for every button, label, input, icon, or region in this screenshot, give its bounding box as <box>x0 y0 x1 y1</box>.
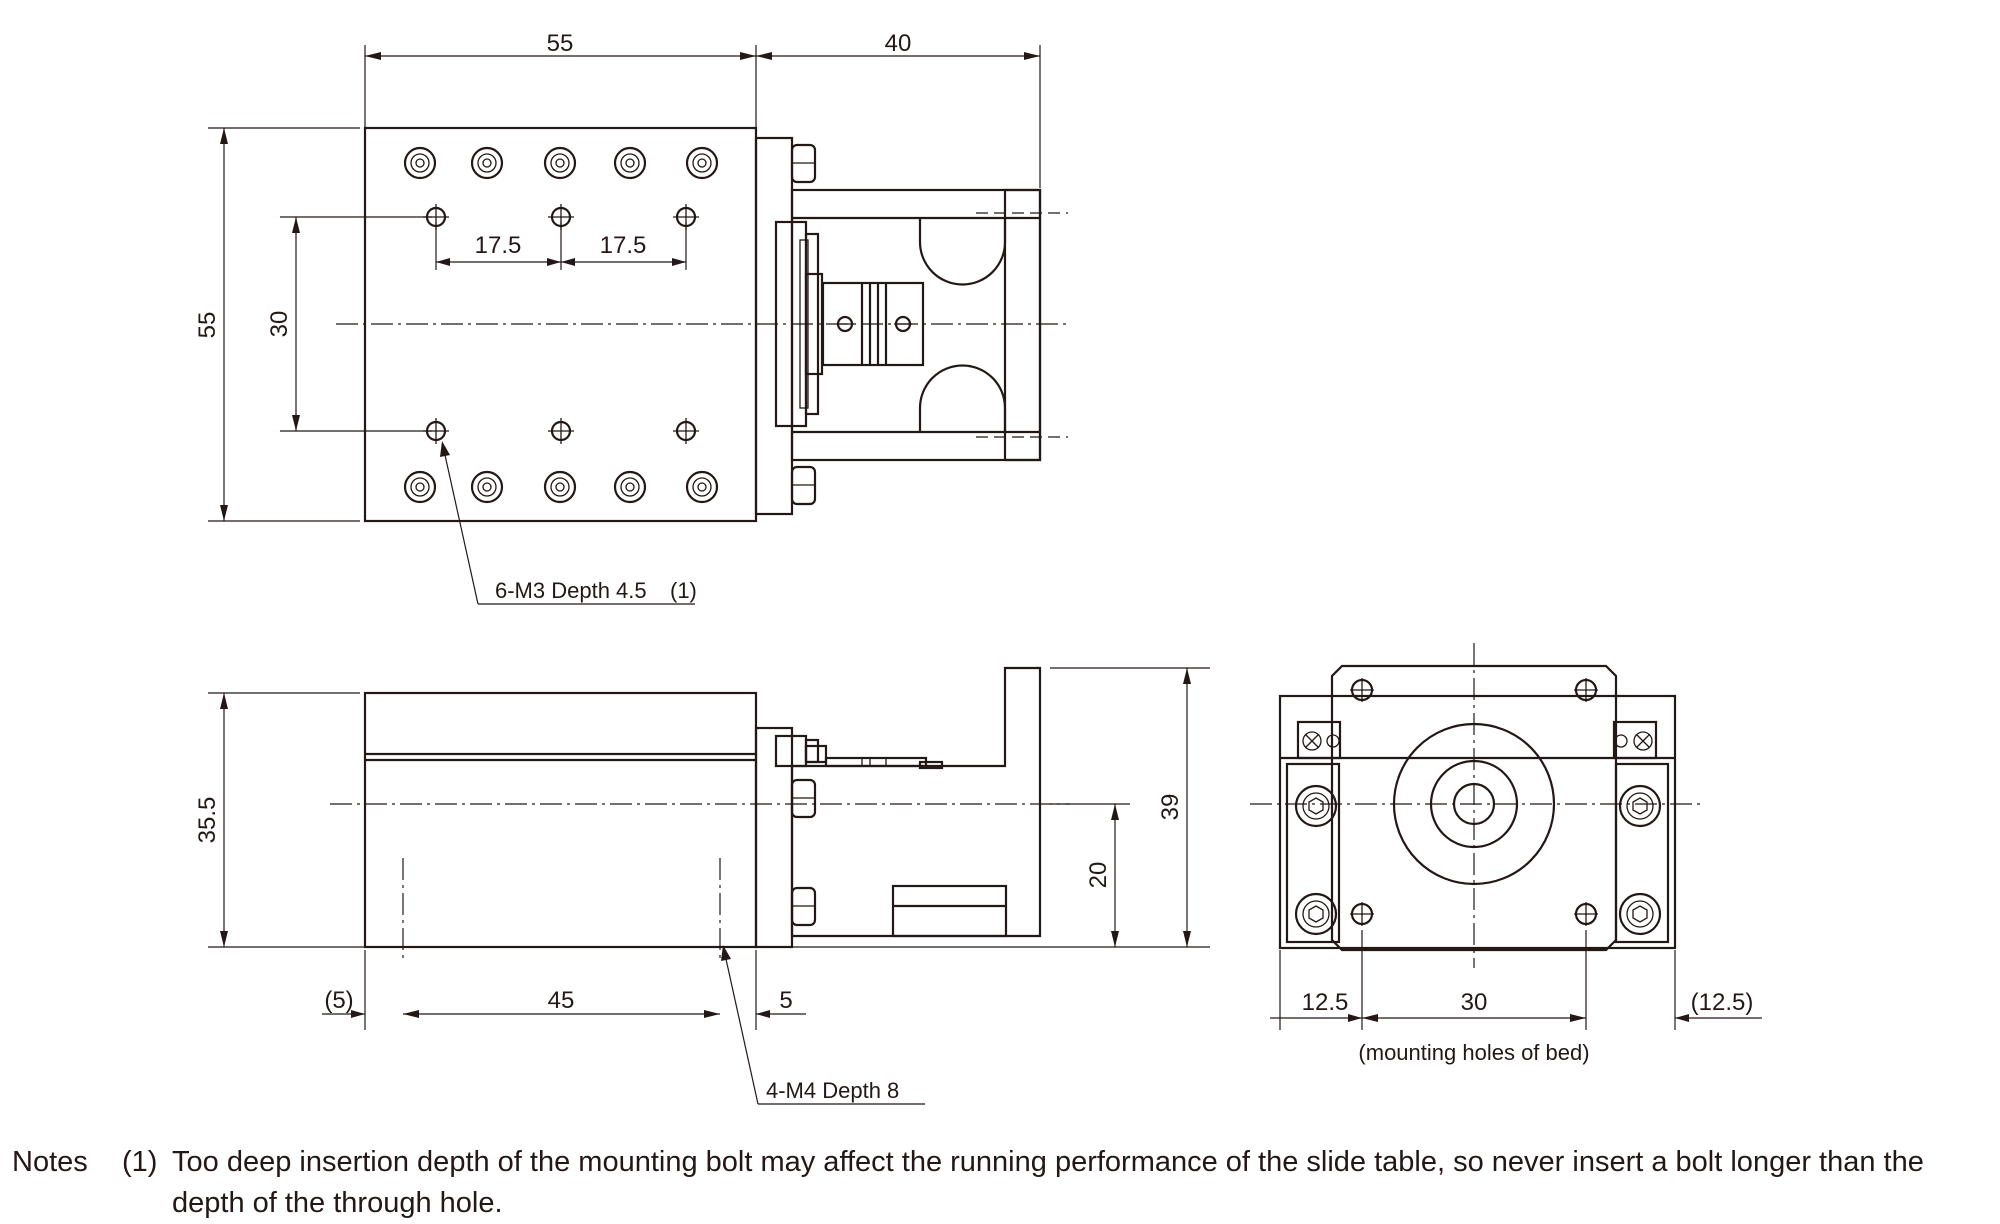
end-view-body <box>1278 694 1677 950</box>
motor-bracket-top <box>790 188 1042 462</box>
end-pitch-label: 30 <box>1461 989 1488 1016</box>
side-center-height-label: 20 <box>1085 862 1112 889</box>
flange-hole <box>1574 678 1598 702</box>
end-view-caption: (mounting holes of bed) <box>1358 1040 1589 1065</box>
cap-screw <box>403 470 437 504</box>
motor-boss-inner <box>1429 759 1519 849</box>
cap-screw <box>470 470 504 504</box>
top-width-label: 55 <box>547 30 574 57</box>
top-pitch-right-label: 17.5 <box>600 232 647 259</box>
m3-tapped-holes <box>423 204 699 444</box>
cap-screw <box>685 470 719 504</box>
side-hole-pitch-label: 45 <box>548 987 575 1014</box>
side-left-offset-dimension: (5) <box>322 987 365 1018</box>
end-plate-bolt <box>790 143 817 184</box>
side-left-offset-label: (5) <box>324 987 353 1014</box>
motor-mount-block <box>891 884 1008 938</box>
end-left-label: 12.5 <box>1302 989 1349 1016</box>
side-height-label: 35.5 <box>194 797 221 844</box>
notes-text: Too deep insertion depth of the mounting… <box>172 1146 1924 1219</box>
notes-reference-mark: (1) <box>122 1146 158 1178</box>
tapped-hole <box>673 418 699 444</box>
flange-hole <box>1350 678 1374 702</box>
tapped-hole <box>548 418 574 444</box>
coupling-side <box>824 756 928 768</box>
m3-tap-note-ref: (1) <box>670 578 697 603</box>
tapped-hole <box>423 204 449 230</box>
top-height-dimension: 55 <box>194 128 228 521</box>
side-clamp-left <box>1296 720 1342 760</box>
top-extension-label: 40 <box>885 30 912 57</box>
notes-label: Notes <box>12 1146 88 1178</box>
end-view-screw <box>1294 892 1338 936</box>
m3-tap-callout-text: 6-M3 Depth 4.5 <box>495 578 647 603</box>
cap-screw <box>613 146 647 180</box>
end-plate-bolt <box>790 778 817 819</box>
motor-flange-top <box>1003 188 1042 462</box>
top-view: 55 40 55 30 <box>194 30 1068 605</box>
cap-screw-row-top <box>403 146 719 180</box>
shaft-coupling <box>821 281 925 367</box>
side-hole-pitch-dimension: 45 <box>403 987 720 1018</box>
slide-table-side <box>363 691 758 949</box>
cap-screw <box>543 470 577 504</box>
side-view: 35.5 20 39 <box>194 666 1210 1105</box>
side-total-height-dimension: 39 <box>1157 668 1191 947</box>
cap-screw <box>685 146 719 180</box>
bracket-cutout-lower <box>918 364 1007 432</box>
side-height-dimension: 35.5 <box>194 693 228 947</box>
top-pitch-left-dimension: 17.5 <box>436 232 561 266</box>
top-width-dimension: 55 <box>365 30 756 60</box>
end-plate-top <box>754 136 794 516</box>
end-right-dimension: (12.5) <box>1675 989 1762 1022</box>
side-right-offset-dimension: 5 <box>756 987 806 1018</box>
m3-tap-callout: 6-M3 Depth 4.5 (1) <box>440 441 697 605</box>
end-left-dimension: 12.5 <box>1270 989 1362 1022</box>
side-center-height-dimension: 20 <box>1085 804 1119 947</box>
end-view: 12.5 30 (12.5) (mounting holes of bed) <box>1250 643 1762 1065</box>
top-pitch-right-dimension: 17.5 <box>561 232 686 266</box>
end-plate-bolt <box>790 886 817 927</box>
motor-flange-end <box>1330 664 1618 952</box>
top-pitch-left-label: 17.5 <box>475 232 522 259</box>
bracket-cutout-upper <box>918 218 1007 286</box>
motor-bracket-side <box>790 666 1042 938</box>
flange-hole <box>1574 902 1598 926</box>
tapped-hole <box>548 204 574 230</box>
flange-hole <box>1350 902 1374 926</box>
cap-screw <box>403 146 437 180</box>
m4-tap-callout-text: 4-M4 Depth 8 <box>766 1078 899 1103</box>
motor-boss-outer <box>1392 722 1556 886</box>
cap-screw <box>543 146 577 180</box>
motor-shaft <box>1452 782 1496 826</box>
end-view-screw <box>1294 784 1338 828</box>
top-extension-dimension: 40 <box>756 30 1040 60</box>
top-height-label: 55 <box>194 312 221 339</box>
cap-screw <box>470 146 504 180</box>
side-clamp-right <box>1612 720 1658 760</box>
cap-screw-row-bottom <box>403 470 719 504</box>
side-right-offset-label: 5 <box>779 987 792 1014</box>
end-plate-side <box>754 726 794 949</box>
side-total-height-label: 39 <box>1157 794 1184 821</box>
end-right-label: (12.5) <box>1691 989 1754 1016</box>
top-hole-spacing-label: 30 <box>266 311 293 338</box>
top-hole-spacing-dimension: 30 <box>266 217 300 431</box>
end-view-screw <box>1618 784 1662 828</box>
tapped-hole <box>673 204 699 230</box>
end-pitch-dimension: 30 <box>1362 989 1586 1022</box>
end-view-screw <box>1618 892 1662 936</box>
tapped-hole <box>423 418 449 444</box>
cap-screw <box>613 470 647 504</box>
m4-tap-callout: 4-M4 Depth 8 <box>721 945 925 1105</box>
end-plate-bolt <box>790 465 817 506</box>
